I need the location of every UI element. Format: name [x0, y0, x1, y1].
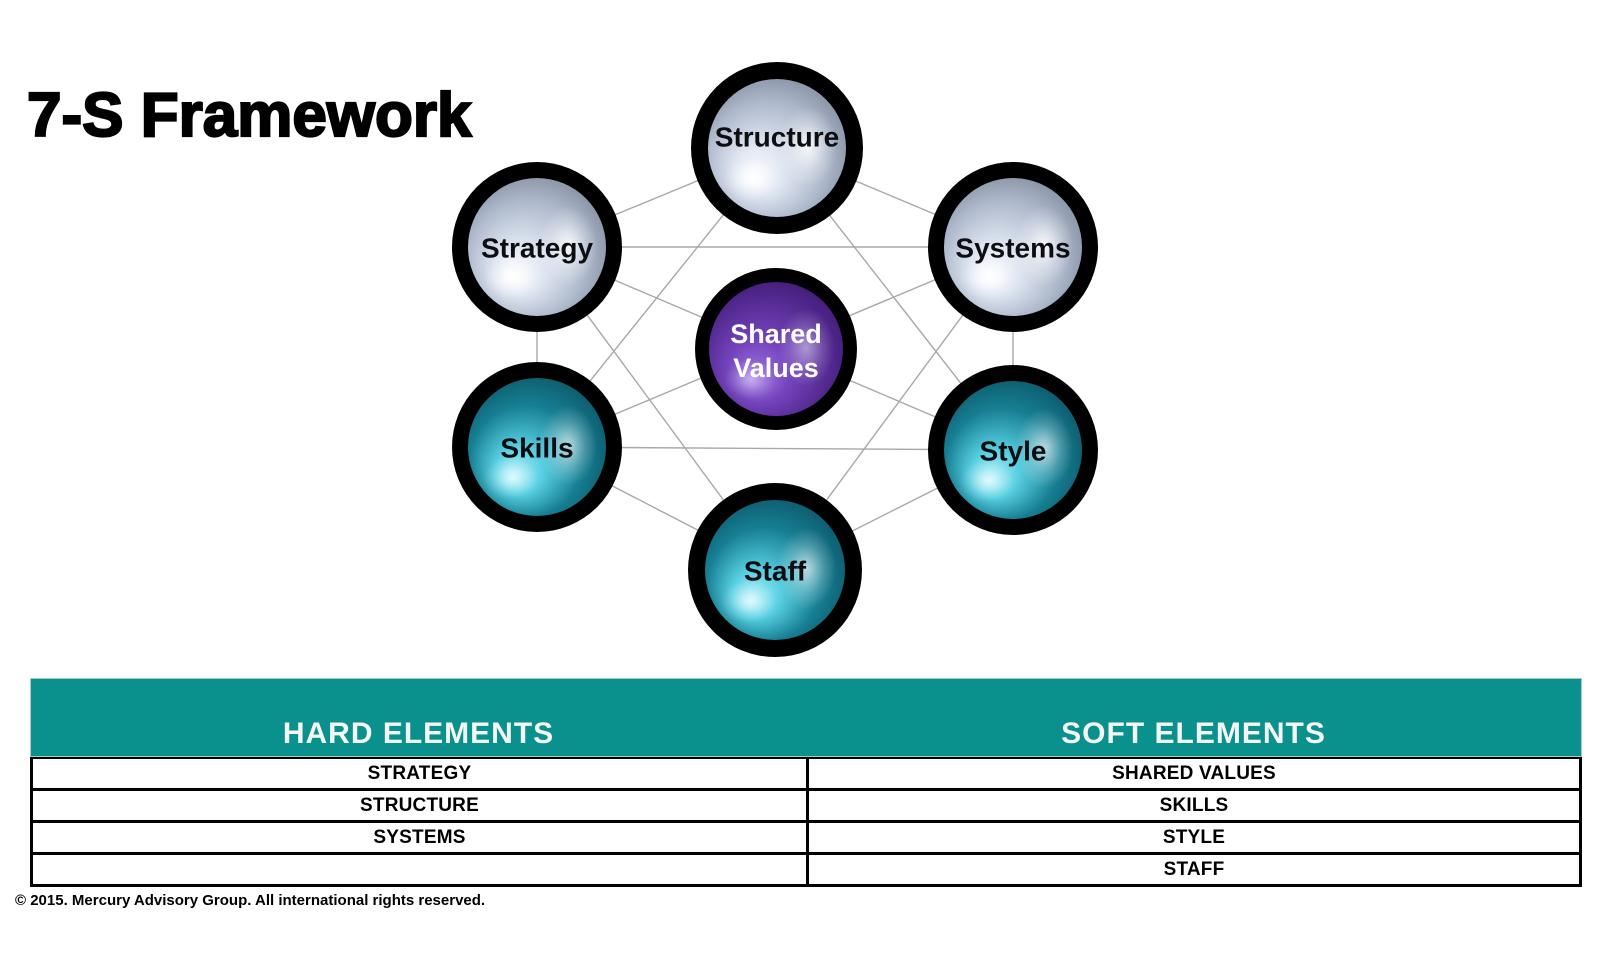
- sphere-label-skills: Skills: [500, 433, 573, 464]
- sphere-highlight: [539, 205, 598, 286]
- sphere-highlight: [723, 359, 778, 400]
- sphere-systems: Systems: [928, 162, 1098, 332]
- sphere-label-staff: Staff: [744, 556, 807, 587]
- cell-hard-2: STRUCTURE: [360, 794, 479, 816]
- sphere-label-strategy: Strategy: [481, 233, 593, 264]
- sphere-label-systems: Systems: [955, 233, 1070, 264]
- sphere-highlight: [1015, 408, 1074, 489]
- cell-soft-2: SKILLS: [806, 791, 1579, 820]
- sphere-highlight: [779, 106, 838, 187]
- table-row: STRUCTURE SKILLS: [33, 791, 1579, 823]
- sphere-highlight: [723, 158, 779, 200]
- cell-soft-4: STAFF: [806, 855, 1579, 884]
- sphere-label-style: Style: [980, 436, 1047, 467]
- sphere-highlight: [778, 308, 835, 387]
- sphere-label-shared-values: Shared: [730, 319, 822, 349]
- sphere-highlight: [777, 528, 836, 610]
- elements-table: HARD ELEMENTS SOFT ELEMENTS STRATEGY SHA…: [30, 678, 1582, 887]
- sphere-strategy: Strategy: [452, 162, 622, 332]
- sphere-highlight: [483, 257, 539, 299]
- sphere-style: Style: [928, 365, 1098, 535]
- cell-hard-3: SYSTEMS: [373, 826, 466, 848]
- sphere-highlight: [539, 405, 598, 486]
- page-title: 7-S Framework: [26, 80, 473, 151]
- sphere-highlight: [720, 580, 777, 623]
- copyright-text: © 2015. Mercury Advisory Group. All inte…: [15, 892, 486, 909]
- sphere-highlight: [959, 460, 1015, 502]
- cell-soft-3: STYLE: [806, 823, 1579, 852]
- sphere-label-shared-values: Values: [733, 353, 819, 383]
- sphere-label-structure: Structure: [715, 122, 839, 153]
- sphere-staff: Staff: [688, 483, 862, 657]
- sphere-structure: Structure: [691, 62, 863, 234]
- sphere-highlight: [959, 257, 1015, 299]
- header-hard-elements: HARD ELEMENTS: [282, 717, 555, 750]
- sphere-skills: Skills: [452, 362, 622, 532]
- table-header-band: HARD ELEMENTS SOFT ELEMENTS: [30, 678, 1582, 757]
- cell-soft-1: SHARED VALUES: [806, 759, 1579, 788]
- table-row: STRATEGY SHARED VALUES: [33, 759, 1579, 791]
- table-row: STAFF: [33, 855, 1579, 887]
- cell-hard-1: STRATEGY: [367, 762, 472, 784]
- sphere-highlight: [1015, 205, 1074, 286]
- cell-hard-4: [33, 855, 806, 884]
- table-grid: STRATEGY SHARED VALUES STRUCTURE SKILLS …: [30, 757, 1582, 887]
- sphere-highlight: [483, 457, 539, 499]
- table-row: SYSTEMS STYLE: [33, 823, 1579, 855]
- header-soft-elements: SOFT ELEMENTS: [1061, 717, 1326, 750]
